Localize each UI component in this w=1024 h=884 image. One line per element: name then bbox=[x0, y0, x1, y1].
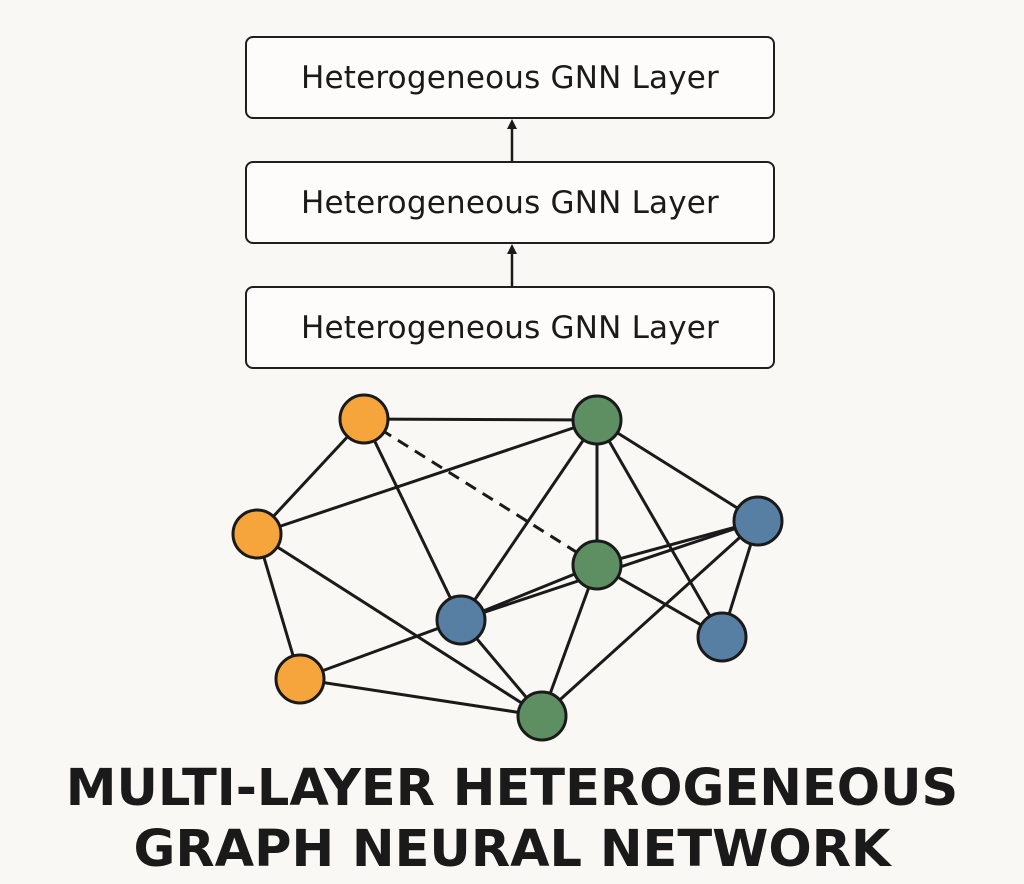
graph-edge-g2-b2 bbox=[596, 519, 759, 567]
gnn-layer-middle: Heterogeneous GNN Layer bbox=[245, 161, 775, 244]
graph-node-blue-b3 bbox=[696, 611, 748, 663]
graph-node-green-g2 bbox=[571, 539, 623, 591]
graph-nodes bbox=[231, 393, 784, 742]
graph-edge-b2-g3 bbox=[540, 519, 760, 718]
graph-node-orange-o3 bbox=[274, 653, 326, 705]
gnn-layer-label: Heterogeneous GNN Layer bbox=[300, 59, 719, 96]
graph-edge-o2-g3 bbox=[256, 532, 543, 718]
graph-edge-g1-b2 bbox=[596, 418, 759, 523]
graph-node-green-g1 bbox=[571, 394, 623, 446]
graph-edges bbox=[255, 417, 760, 718]
graph-edge-g1-b3 bbox=[595, 419, 724, 638]
graph-edge-g2-g3 bbox=[540, 564, 599, 717]
graph-edge-o1-g2 bbox=[363, 417, 598, 567]
gnn-layer-label: Heterogeneous GNN Layer bbox=[300, 184, 719, 221]
gnn-layer-top: Heterogeneous GNN Layer bbox=[245, 36, 775, 119]
graph-node-orange-o2 bbox=[231, 508, 283, 560]
graph-edge-o3-g3 bbox=[299, 677, 543, 718]
graph-node-blue-b2 bbox=[732, 495, 784, 547]
graph-node-blue-b1 bbox=[435, 594, 487, 646]
gnn-layer-bottom: Heterogeneous GNN Layer bbox=[245, 286, 775, 369]
diagram-title-line-1: MULTI-LAYER HETEROGENEOUS bbox=[65, 759, 959, 818]
graph-node-green-g3 bbox=[516, 690, 568, 742]
graph-edge-o3-b1 bbox=[299, 618, 462, 681]
graph-edge-o1-b1 bbox=[362, 418, 463, 621]
graph-edge-o1-o2 bbox=[255, 417, 366, 536]
gnn-layer-label: Heterogeneous GNN Layer bbox=[300, 309, 719, 346]
graph-node-orange-o1 bbox=[338, 393, 390, 445]
graph-edge-o1-g1 bbox=[363, 417, 598, 422]
graph-edge-o2-g1 bbox=[256, 418, 598, 536]
graph-edge-g1-b1 bbox=[459, 419, 599, 621]
diagram-title-line-2: GRAPH NEURAL NETWORK bbox=[133, 820, 891, 879]
